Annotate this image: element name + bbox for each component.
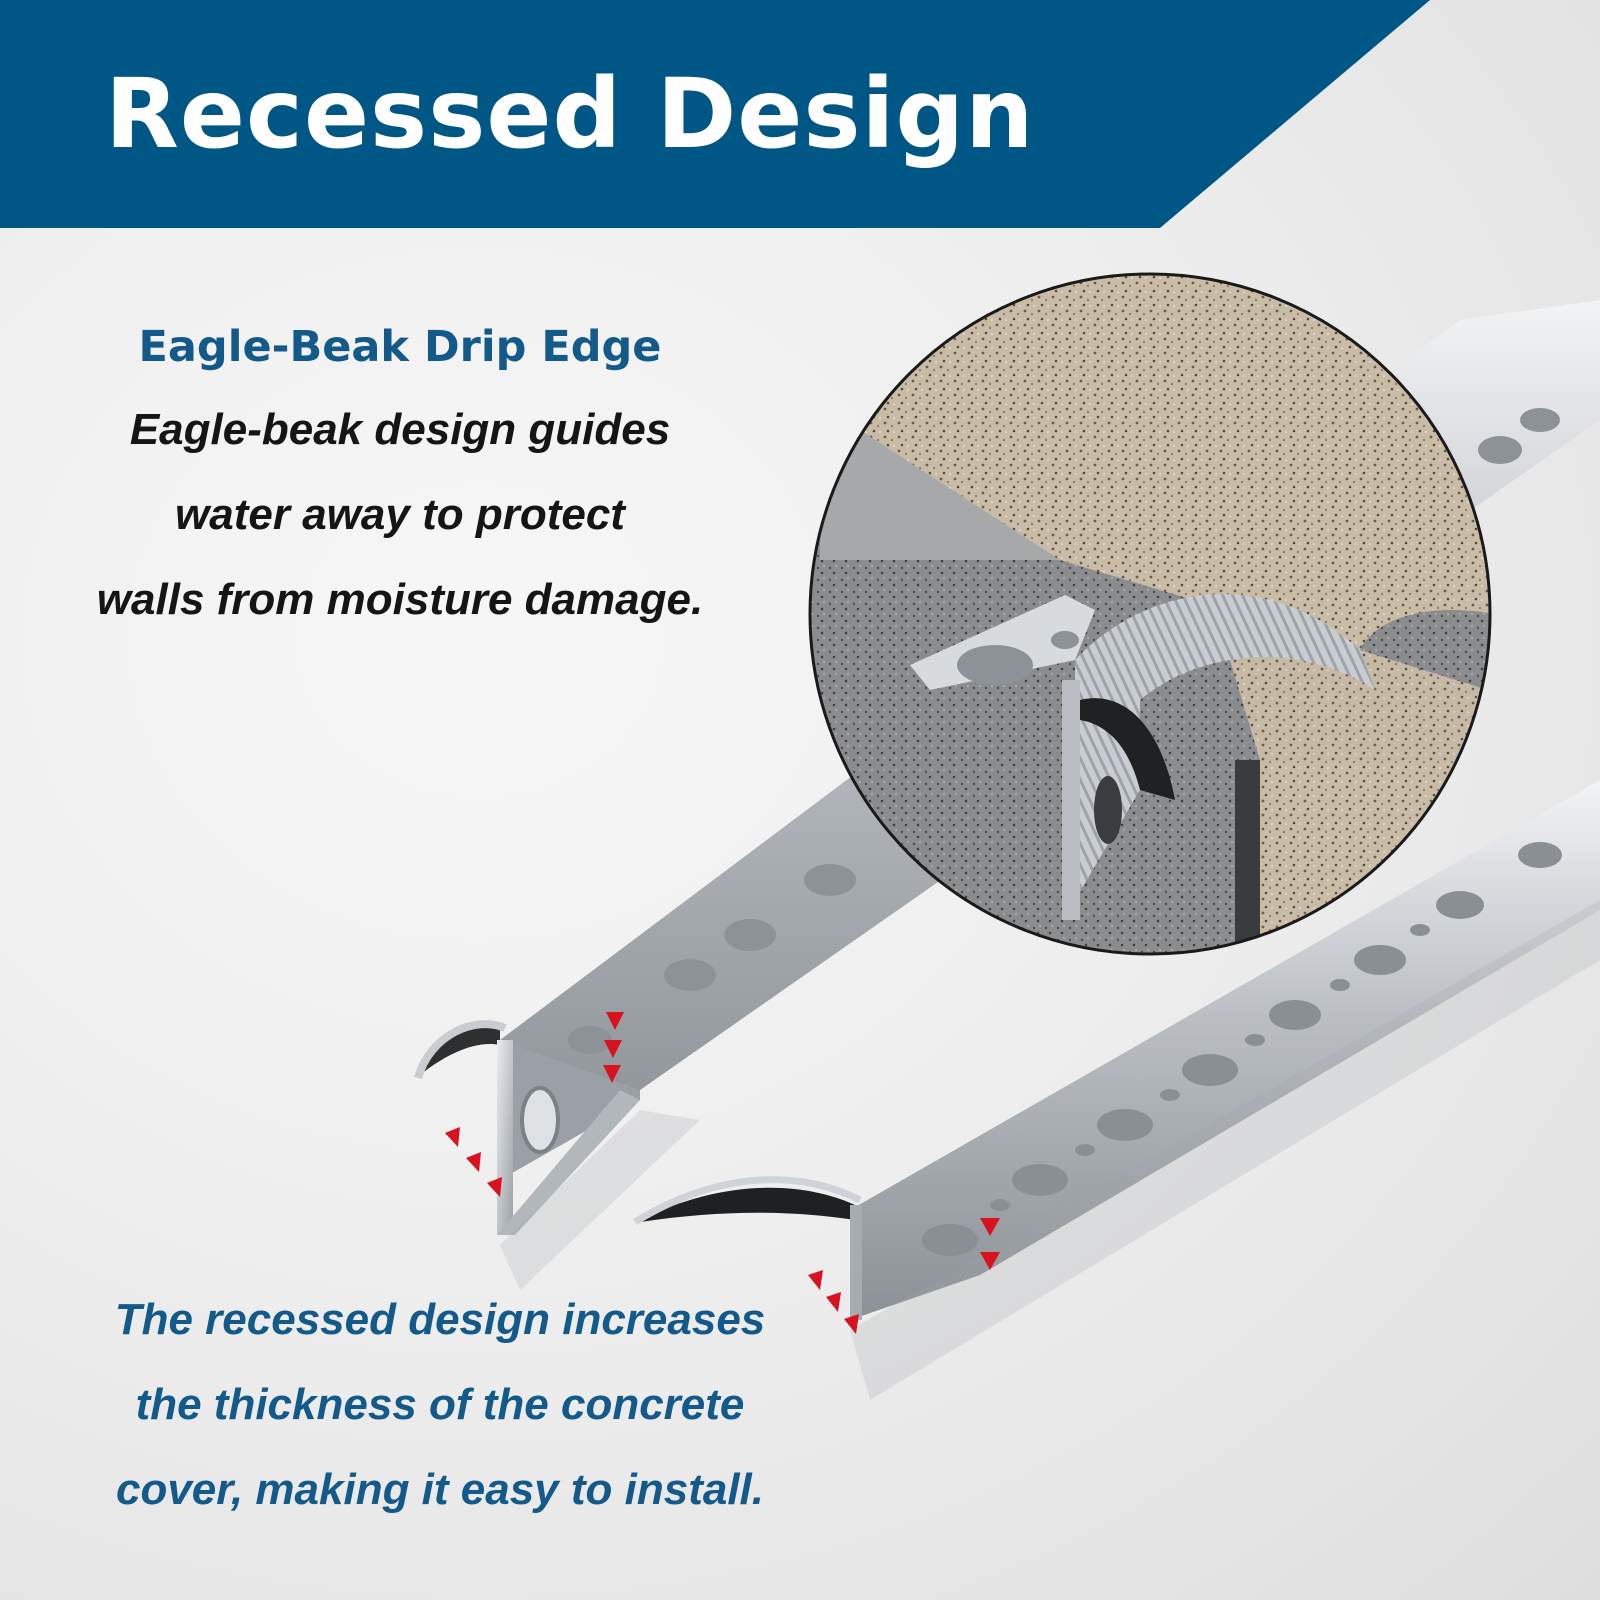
feature-line-2: water away to protect xyxy=(175,490,625,539)
page-title: Recessed Design xyxy=(105,58,1035,170)
bottom-line-1: The recessed design increases xyxy=(114,1295,766,1344)
feature-line-3: walls from moisture damage. xyxy=(96,575,704,624)
feature-heading: Eagle-Beak Drip Edge xyxy=(138,322,662,372)
detail-circle-border xyxy=(808,272,1492,956)
title-banner xyxy=(0,0,1430,228)
banner-shape xyxy=(0,0,1430,228)
feature-line-1: Eagle-beak design guides xyxy=(129,405,671,454)
bottom-line-2: the thickness of the concrete xyxy=(135,1380,745,1429)
floor-reflection xyxy=(500,900,1600,1400)
bottom-line-3: cover, making it easy to install. xyxy=(115,1465,765,1514)
red-arrows xyxy=(445,1012,1000,1334)
recessed-flat-profile xyxy=(633,780,1600,1320)
